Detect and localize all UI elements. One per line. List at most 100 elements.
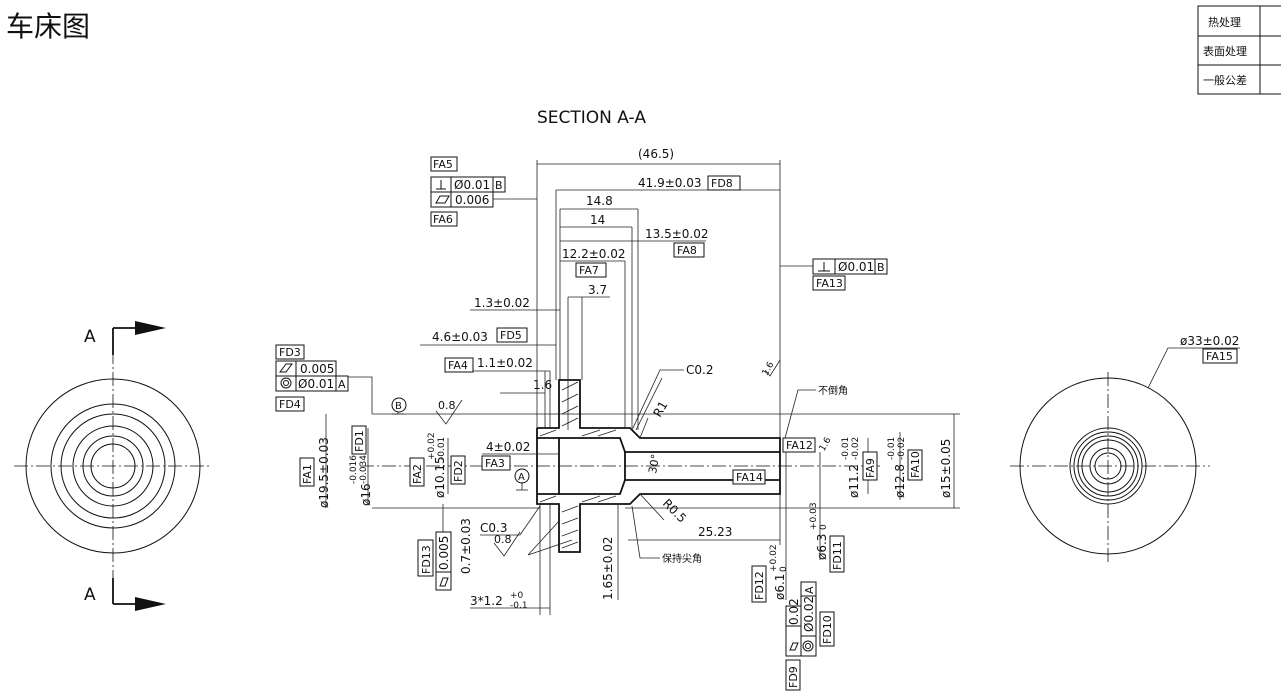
dim-1-3: 1.3±0.02 — [474, 296, 530, 310]
drawing-title: 车床图 — [6, 10, 90, 43]
dim-dia-16-tol-upper: -0.016 — [349, 455, 359, 484]
dim-dia-10-15-tol-upper: +0.02 — [427, 432, 437, 460]
dim-dia-16-tol-lower: -0.034 — [359, 455, 369, 484]
box-fa8: FA8 — [677, 244, 697, 257]
box-fd5: FD5 — [500, 329, 522, 342]
chamfer-c0-3: C0.3 — [480, 521, 507, 535]
finish-08-bottom: 0.8 — [494, 533, 512, 546]
datum-a: A — [518, 472, 525, 483]
note-no-chamfer: 不倒角 — [818, 385, 848, 397]
box-fa2: FA2 — [411, 464, 424, 484]
angle-30: 30° — [646, 453, 662, 474]
radius-r1: R1 — [650, 399, 670, 420]
spec-table: 热处理 表面处理 一般公差 — [1197, 5, 1281, 95]
dim-dia-33: ø33±0.02 — [1180, 334, 1239, 348]
dim-3x1-2-tol-upper: +0 — [510, 591, 524, 601]
dim-overall-ref: (46.5) — [638, 147, 674, 161]
left-end-view: A A — [14, 321, 210, 611]
dim-dia-10-15: ø10.15 — [433, 456, 447, 498]
box-fd3: FD3 — [279, 346, 301, 359]
note-keep-sharp: 保持尖角 — [662, 552, 702, 565]
dim-dia-12-8-tol-upper: -0.01 — [887, 437, 897, 460]
dim-1-6: 1.6 — [533, 378, 552, 392]
box-fd1: FD1 — [353, 430, 366, 452]
finish-16-top: 1.6 — [761, 360, 777, 378]
box-fa13: FA13 — [816, 277, 843, 290]
dim-dia-6-1-tol-lower: 0 — [779, 566, 789, 572]
box-fa14: FA14 — [736, 471, 763, 484]
dim-0-7: 0.7±0.03 — [459, 518, 473, 574]
dim-3x1-2: 3*1.2 — [470, 594, 503, 608]
dim-3-7: 3.7 — [588, 283, 607, 297]
box-fa1: FA1 — [301, 464, 314, 484]
dim-dia-12-8: ø12.8 — [893, 464, 907, 498]
dim-dia-11-2-tol-lower: -0.02 — [851, 437, 861, 460]
dim-dia-16: ø16 — [359, 483, 373, 506]
dim-dia-6-3-tol-lower: 0 — [819, 524, 829, 530]
datum-ref-b-fa13: B — [877, 261, 885, 274]
box-fa6: FA6 — [433, 213, 453, 226]
finish-08-top: 0.8 — [438, 399, 456, 412]
dim-1-1: 1.1±0.02 — [477, 356, 533, 370]
section-mark-bottom: A — [84, 585, 96, 605]
spec-general-tolerance: 一般公差 — [1203, 73, 1247, 87]
box-fd10: FD10 — [821, 615, 834, 644]
dim-3x1-2-tol-lower: -0.1 — [510, 601, 528, 611]
dim-dia-19-5: ø19.5±0.03 — [317, 437, 331, 508]
box-fd12: FD12 — [753, 571, 766, 600]
box-fa4: FA4 — [448, 359, 468, 372]
dim-dia-6-1-tol-upper: +0.02 — [769, 544, 779, 572]
dim-25-23: 25.23 — [698, 525, 732, 539]
tol-flat-fa6: 0.006 — [455, 193, 489, 207]
main-section-view: B A 0.8 0.8 1.6 1.6 (46.5) 41.9±0.03 FD8… — [275, 147, 960, 691]
box-fa10: FA10 — [909, 451, 922, 478]
right-end-view: ø33±0.02 FA15 — [1010, 334, 1240, 564]
box-fd13: FD13 — [420, 545, 433, 574]
spec-surface-treatment: 表面处理 — [1203, 44, 1247, 58]
box-fa3: FA3 — [485, 457, 505, 470]
dim-dia-12-8-tol-lower: -0.02 — [897, 437, 907, 460]
box-fd2: FD2 — [452, 460, 465, 482]
dim-dia-6-1: ø6.1 — [773, 574, 787, 600]
box-fd9: FD9 — [787, 666, 800, 688]
dim-13-5: 13.5±0.02 — [645, 227, 709, 241]
dim-dia-15: ø15±0.05 — [939, 439, 953, 498]
dim-41-9: 41.9±0.03 — [638, 176, 702, 190]
dim-12-2: 12.2±0.02 — [562, 247, 626, 261]
dim-14-8: 14.8 — [586, 194, 613, 208]
box-fd8: FD8 — [711, 177, 733, 190]
tol-cyl-fd3: 0.005 — [300, 362, 334, 376]
box-fd11: FD11 — [831, 541, 844, 570]
dim-dia-6-3-tol-upper: +0.03 — [809, 502, 819, 530]
dim-dia-6-3: ø6.3 — [815, 534, 829, 560]
spec-heat-treatment: 热处理 — [1208, 16, 1241, 29]
tol-perp-fa13: Ø0.01 — [838, 260, 874, 274]
dim-4: 4±0.02 — [486, 440, 530, 454]
box-fa7: FA7 — [579, 264, 599, 277]
section-mark-top: A — [84, 327, 96, 347]
tol-perp-fa5: Ø0.01 — [454, 178, 490, 192]
dim-14: 14 — [590, 213, 605, 227]
datum-b: B — [395, 401, 402, 412]
box-fd4: FD4 — [279, 398, 301, 411]
dim-dia-10-15-tol-lower: -0.01 — [437, 437, 447, 460]
tol-cyl-fd13: 0.005 — [437, 536, 451, 570]
dim-4-6: 4.6±0.03 — [432, 330, 488, 344]
dim-dia-11-2: ø11.2 — [847, 464, 861, 498]
box-fa9: FA9 — [864, 458, 877, 478]
dim-1-65: 1.65±0.02 — [601, 537, 615, 601]
finish-16-bore: 1.6 — [818, 436, 834, 454]
tol-cyl-fd9: 0.02 — [787, 598, 801, 625]
box-fa15: FA15 — [1206, 350, 1233, 363]
dim-dia-11-2-tol-upper: -0.01 — [841, 437, 851, 460]
chamfer-c0-2: C0.2 — [686, 363, 713, 377]
box-fa12: FA12 — [786, 439, 813, 452]
box-fa5: FA5 — [433, 158, 453, 171]
radius-r0-5: R0.5 — [660, 496, 689, 525]
datum-ref-a-fd10: A — [803, 586, 816, 594]
datum-ref-b-fa5: B — [495, 179, 503, 192]
section-title: SECTION A-A — [537, 108, 646, 128]
datum-ref-a-fd4: A — [338, 378, 346, 391]
tol-conc-fd10: Ø0.02 — [802, 596, 816, 632]
